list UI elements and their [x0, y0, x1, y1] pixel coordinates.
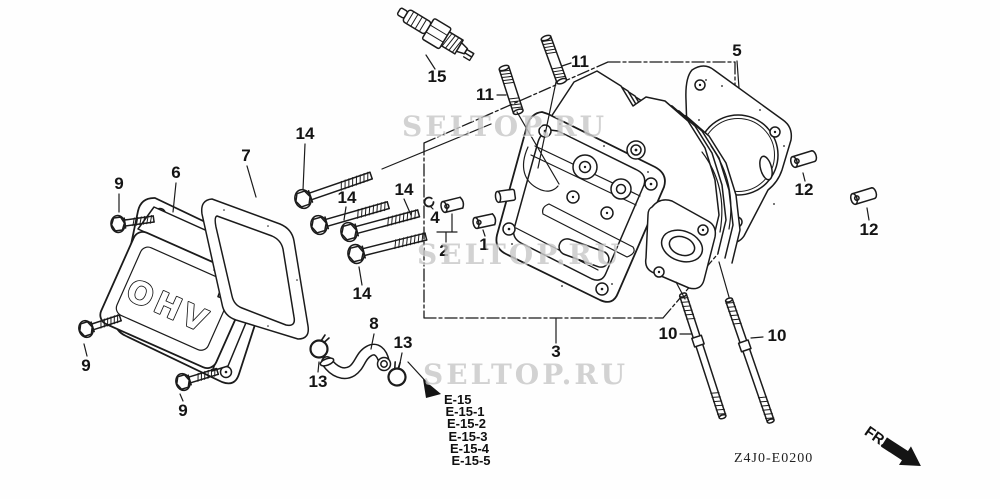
watermark: SELTOP.RU [402, 110, 608, 143]
callout-8-tube: 8 [369, 314, 379, 333]
reference-item: E-15-1 [445, 404, 485, 420]
callout-10-stud-b: 10 [767, 326, 787, 345]
callout-1-cap: 1 [479, 235, 489, 254]
dowel-pin-b-drawing [848, 186, 879, 206]
callout-13-clamp-b: 13 [393, 333, 413, 352]
reference-item: E-15-3 [448, 428, 488, 444]
stud-11b-drawing [539, 33, 568, 86]
breather-tube-drawing [319, 343, 392, 380]
callout-9-bolt-b: 9 [81, 356, 91, 375]
cylinder-head-drawing [494, 70, 741, 303]
callout-9-bolt-c: 9 [178, 401, 188, 420]
reference-item: E-15-2 [447, 416, 487, 432]
callout-14-bolt-a: 14 [295, 124, 315, 143]
callout-15-spark-plug: 15 [427, 67, 447, 86]
reference-section-list: E-15 E-15-1 E-15-2 E-15-3 E-15-4 E-15-5 [444, 392, 491, 469]
washer-clip-drawing [423, 196, 435, 208]
watermark: SELTOP.RU [417, 238, 623, 271]
pivot-pin-drawing [439, 196, 466, 214]
callout-6-head-cover: 6 [171, 163, 181, 182]
callout-12-dowel-a: 12 [794, 180, 814, 199]
reference-arrowhead [423, 379, 441, 398]
leader-lines [83, 54, 870, 402]
reference-item: E-15-5 [451, 453, 491, 469]
bolt-14a-drawing [291, 165, 375, 212]
sealing-cap-drawing [471, 212, 498, 230]
reference-item: E-15-4 [450, 440, 490, 456]
dowel-pin-a-drawing [788, 149, 819, 169]
callout-14-bolt-b: 14 [337, 188, 357, 207]
callout-3-cylinder-head: 3 [551, 342, 561, 361]
reference-item: E-15 [444, 392, 472, 407]
callout-11-stud-right: 11 [571, 52, 589, 71]
callout-13-clamp-a: 13 [308, 372, 328, 391]
stud-long-b-drawing [722, 295, 777, 426]
callout-14-bolt-c: 14 [394, 180, 414, 199]
stud-11a-drawing [497, 63, 525, 117]
callout-5-head-gasket: 5 [732, 41, 742, 60]
spark-plug-drawing [396, 7, 475, 62]
callout-10-stud-a: 10 [658, 324, 678, 343]
callout-14-bolt-d: 14 [352, 284, 372, 303]
callout-4-washer: 4 [430, 208, 440, 227]
callout-2-pivot: 2 [439, 241, 449, 260]
callout-9-bolt-a: 9 [114, 174, 124, 193]
fr-arrow [881, 437, 921, 466]
callout-11-stud-left: 11 [476, 85, 494, 104]
callout-7-cover-gasket: 7 [241, 146, 251, 165]
diagram-code: Z4J0-E0200 [734, 451, 814, 466]
callout-12-dowel-b: 12 [859, 220, 879, 239]
watermark: SELTOP.RU [423, 358, 629, 391]
tube-clamp-a-drawing [309, 333, 331, 359]
cover-gasket-drawing [200, 198, 310, 340]
stud-long-a-drawing [676, 290, 729, 421]
